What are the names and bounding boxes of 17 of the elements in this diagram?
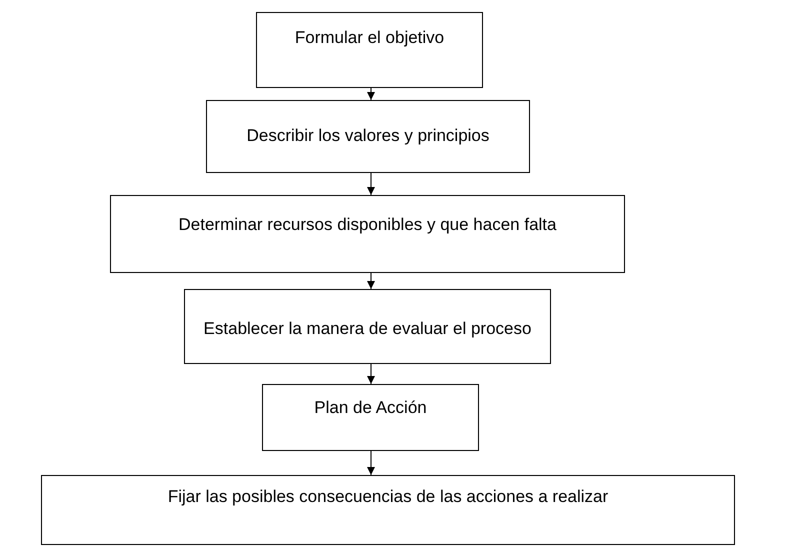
process-box (110, 195, 625, 273)
box-label: Establecer la manera de evaluar el proceso (204, 318, 532, 340)
process-box (262, 384, 479, 451)
arrow (367, 88, 375, 100)
box-label: Plan de Acción (314, 397, 427, 418)
process-box (256, 12, 483, 88)
process-box (206, 100, 530, 173)
arrow (367, 364, 375, 384)
arrow (367, 450, 375, 476)
arrow (367, 272, 375, 290)
process-box (184, 289, 551, 364)
box-label: Fijar las posibles consecuencias de las acciones a realizar (168, 486, 608, 508)
process-box (41, 475, 735, 545)
arrow (367, 172, 375, 196)
box-label: Formular el objetivo (294, 27, 444, 48)
box-label: Describir los valores y principios (246, 125, 490, 146)
box-label: Determinar recursos disponibles y que hacen falta (178, 214, 556, 236)
